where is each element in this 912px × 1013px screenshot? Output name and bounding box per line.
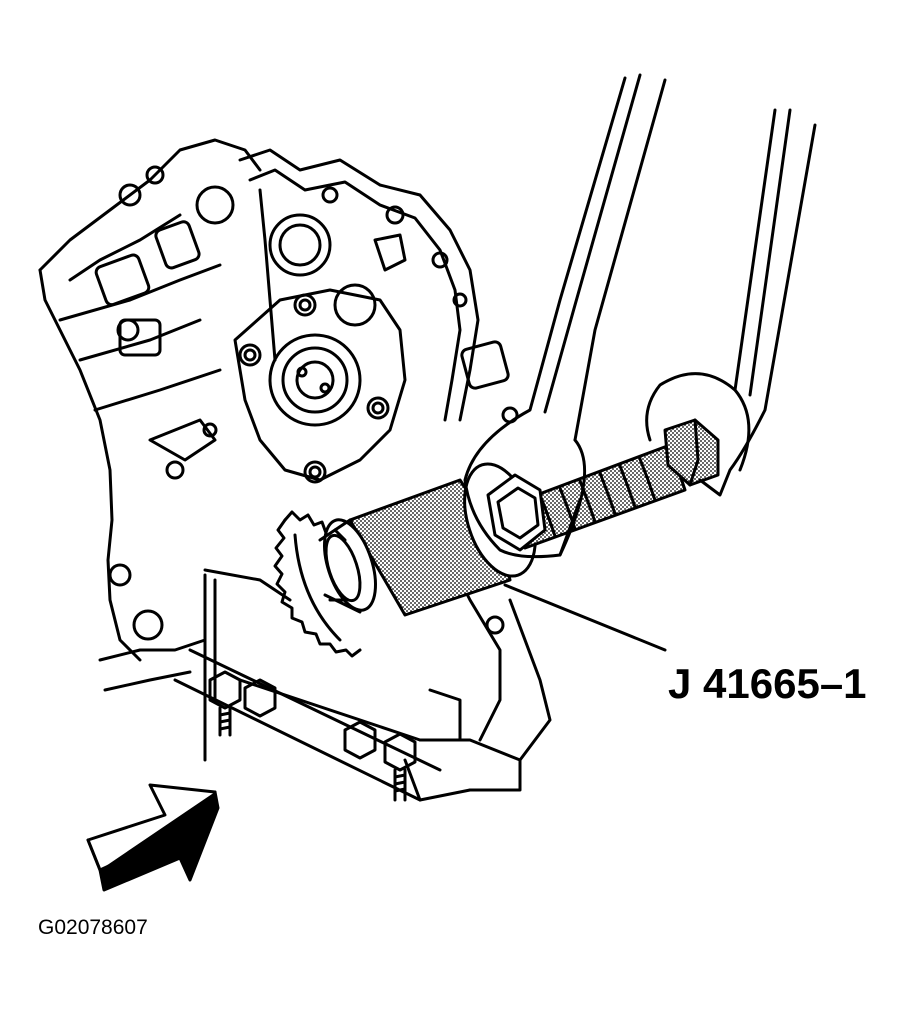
timing-cover — [238, 148, 519, 424]
wrench-upper — [463, 73, 667, 559]
engine-block — [38, 138, 262, 692]
lower-block — [173, 558, 552, 802]
bolt-4 — [383, 732, 417, 802]
tool-callout-label: J 41665–1 — [668, 660, 867, 707]
front-plate — [233, 288, 407, 484]
wrench-lower — [645, 108, 817, 497]
callout-leader — [503, 583, 667, 652]
figure-id: G02078607 — [38, 916, 148, 939]
bolt-group — [208, 670, 417, 802]
bolt-2 — [243, 678, 277, 718]
direction-arrow-icon — [86, 783, 220, 892]
bolt-1 — [208, 670, 242, 737]
bolt-3 — [343, 720, 377, 760]
forcing-screw — [486, 418, 720, 552]
